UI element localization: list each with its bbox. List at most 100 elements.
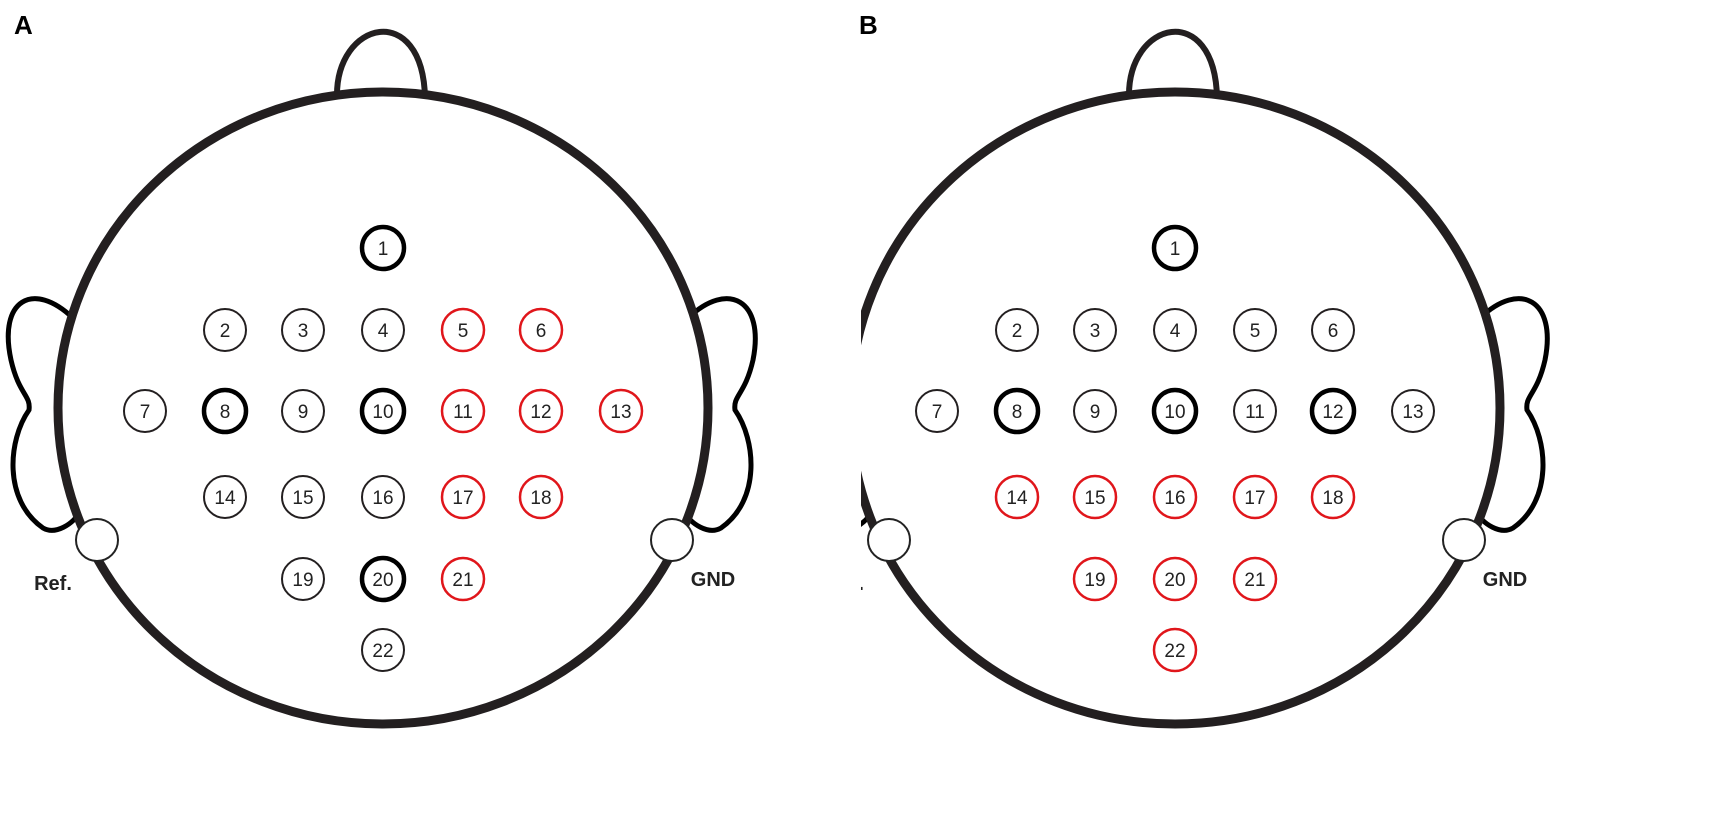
electrode-number: 1 (378, 239, 389, 260)
electrode-20: 20 (1152, 556, 1198, 602)
electrode-ring (361, 628, 405, 672)
electrode-15: 15 (281, 475, 325, 519)
electrode-9: 9 (281, 389, 325, 433)
electrode-number: 11 (453, 402, 473, 423)
electrode-2: 2 (995, 308, 1039, 352)
electrode-number: 17 (452, 488, 473, 509)
electrode-ring (1309, 387, 1357, 435)
electrode-8: 8 (201, 387, 249, 435)
electrode-ring (440, 556, 486, 602)
panel-b: B Ref.GND1234567891011121314151617181920… (859, 0, 1722, 825)
electrode-number: 20 (372, 570, 393, 591)
electrode-17: 17 (1232, 474, 1278, 520)
electrode-ring (518, 307, 564, 353)
electrode-number: 13 (610, 402, 631, 423)
electrode-6: 6 (1311, 308, 1355, 352)
electrode-ring (359, 555, 407, 603)
electrode-13: 13 (598, 388, 644, 434)
electrode-number: 15 (292, 488, 313, 509)
electrode-number: 12 (1322, 402, 1343, 423)
electrode-5: 5 (440, 307, 486, 353)
electrode-22: 22 (1152, 627, 1198, 673)
electrode-ring (1233, 389, 1277, 433)
electrode-21: 21 (1232, 556, 1278, 602)
electrode-ring (518, 388, 564, 434)
electrode-number: 22 (1164, 641, 1185, 662)
electrode-14: 14 (203, 475, 247, 519)
right-ear-outline (680, 296, 758, 533)
electrode-16: 16 (1152, 474, 1198, 520)
electrode-number: 7 (140, 402, 151, 423)
electrode-ring (1152, 556, 1198, 602)
electrode-14: 14 (994, 474, 1040, 520)
electrode-ring (440, 307, 486, 353)
electrode-number: 8 (1012, 402, 1023, 423)
electrode-1: 1 (359, 224, 407, 272)
electrode-ring (1072, 474, 1118, 520)
electrode-4: 4 (361, 308, 405, 352)
electrode-number: 17 (1244, 488, 1265, 509)
electrode-number: 11 (1245, 402, 1265, 423)
electrode-5: 5 (1233, 308, 1277, 352)
panel-letter-a: A (14, 10, 33, 40)
electrode-ring (1153, 308, 1197, 352)
electrode-number: 6 (1328, 321, 1339, 342)
electrode-ring (915, 389, 959, 433)
electrode-9: 9 (1073, 389, 1117, 433)
electrode-number: 20 (1164, 570, 1185, 591)
electrode-18: 18 (518, 474, 564, 520)
electrode-4: 4 (1153, 308, 1197, 352)
electrode-ring (518, 474, 564, 520)
electrode-3: 3 (281, 308, 325, 352)
electrode-7: 7 (123, 389, 167, 433)
gnd-electrode (650, 518, 694, 562)
electrode-ring (203, 308, 247, 352)
electrode-ring (281, 557, 325, 601)
electrode-6: 6 (518, 307, 564, 353)
electrode-17: 17 (440, 474, 486, 520)
electrode-ring (361, 475, 405, 519)
electrode-2: 2 (203, 308, 247, 352)
ref-electrode (867, 518, 911, 562)
electrode-ring (359, 224, 407, 272)
nose-outline (333, 28, 428, 99)
electrode-8: 8 (993, 387, 1041, 435)
electrode-16: 16 (361, 475, 405, 519)
electrode-number: 15 (1084, 488, 1105, 509)
electrode-ring (598, 388, 644, 434)
head-outline (861, 28, 1550, 729)
left-ear-outline (5, 296, 84, 533)
electrode-19: 19 (281, 557, 325, 601)
electrode-number: 6 (536, 321, 547, 342)
electrode-number: 7 (932, 402, 943, 423)
electrode-ring (201, 387, 249, 435)
electrode-number: 16 (372, 488, 393, 509)
electrode-19: 19 (1072, 556, 1118, 602)
electrode-number: 19 (1084, 570, 1105, 591)
electrode-number: 9 (1090, 402, 1101, 423)
electrode-ring (440, 474, 486, 520)
electrode-3: 3 (1073, 308, 1117, 352)
electrode-number: 21 (452, 570, 473, 591)
electrode-number: 9 (298, 402, 309, 423)
electrode-ring (993, 387, 1041, 435)
electrode-number: 1 (1170, 239, 1181, 260)
electrode-1: 1 (1151, 224, 1199, 272)
gnd-label: GND (1483, 569, 1527, 591)
electrode-11: 11 (1233, 389, 1277, 433)
electrode-12: 12 (1309, 387, 1357, 435)
electrode-15: 15 (1072, 474, 1118, 520)
electrode-ring (1232, 474, 1278, 520)
electrode-number: 2 (1012, 321, 1023, 342)
electrode-10: 10 (1151, 387, 1199, 435)
electrode-number: 5 (1250, 321, 1261, 342)
head-outline (5, 28, 758, 729)
electrode-number: 2 (220, 321, 231, 342)
electrode-ring (1073, 308, 1117, 352)
electrode-ring (203, 475, 247, 519)
electrode-12: 12 (518, 388, 564, 434)
electrode-number: 4 (1170, 321, 1181, 342)
ref-label: Ref. (861, 573, 864, 595)
